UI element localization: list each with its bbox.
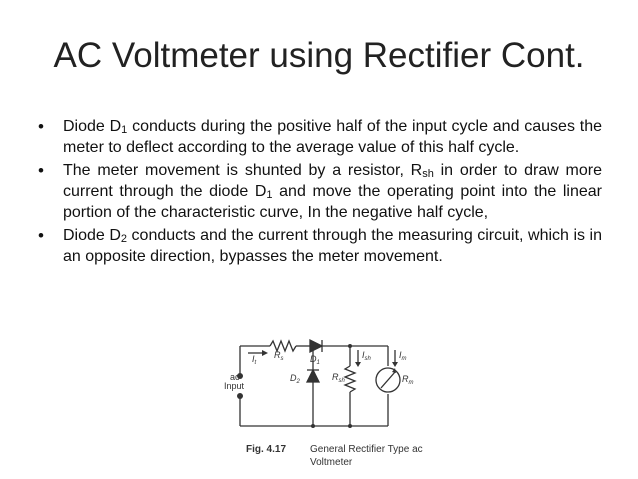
bullet-item: • Diode D2 conducts and the current thro… xyxy=(38,225,602,267)
label-diode-d1: D1 xyxy=(310,354,320,366)
label-series-resistor: Rs xyxy=(274,350,284,362)
figure-caption-line2: Voltmeter xyxy=(310,457,353,468)
bullet-text: Diode D1 conducts during the positive ha… xyxy=(63,118,602,156)
label-diode-d2: D2 xyxy=(290,373,301,385)
bullet-text: The meter movement is shunted by a resis… xyxy=(63,162,602,221)
bullet-item: • The meter movement is shunted by a res… xyxy=(38,160,602,223)
bullet-dot-icon: • xyxy=(38,226,44,245)
bullet-text: Diode D2 conducts and the current throug… xyxy=(63,227,602,265)
label-shunt-resistor: Rsh xyxy=(332,372,346,384)
label-current-total: It xyxy=(252,354,257,366)
circuit-figure: It Rs D1 Ish Im ac Input D2 Rsh Rm Fig. … xyxy=(218,336,578,476)
label-input: Input xyxy=(224,381,245,391)
bullet-dot-icon: • xyxy=(38,117,44,136)
rectifier-circuit-diagram: It Rs D1 Ish Im ac Input D2 Rsh Rm Fig. … xyxy=(224,338,423,468)
label-meter-current: Im xyxy=(399,350,407,362)
figure-number: Fig. 4.17 xyxy=(246,444,286,455)
bullet-list: • Diode D1 conducts during the positive … xyxy=(38,116,602,269)
slide-title: AC Voltmeter using Rectifier Cont. xyxy=(53,36,585,75)
label-meter-resistance: Rm xyxy=(402,374,414,386)
figure-caption-line1: General Rectifier Type ac xyxy=(310,444,423,455)
bullet-dot-icon: • xyxy=(38,161,44,180)
bullet-item: • Diode D1 conducts during the positive … xyxy=(38,116,602,158)
label-ac: ac xyxy=(230,372,240,382)
label-shunt-current: Ish xyxy=(362,350,372,362)
